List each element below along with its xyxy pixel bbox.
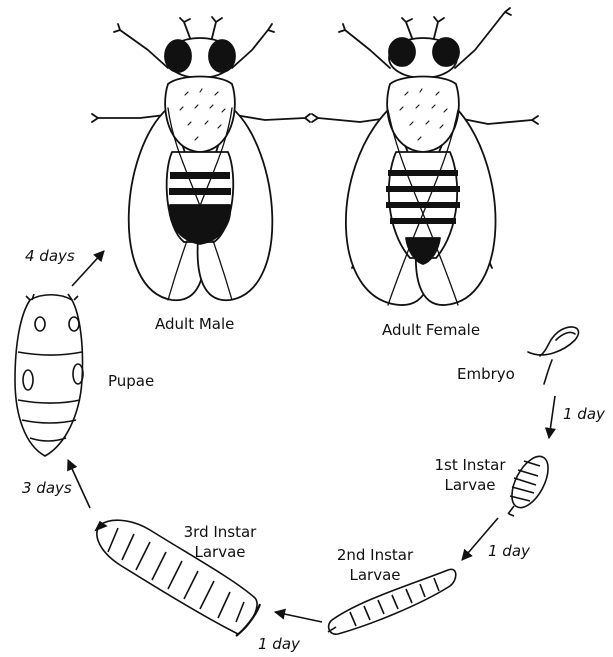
label-third-instar-line1: 3rd Instar	[175, 522, 265, 542]
duration-first-to-second-instar: 1 day	[488, 542, 530, 560]
label-adult-male: Adult Male	[155, 314, 234, 334]
label-first-instar-line2: Larvae	[430, 475, 510, 495]
duration-second-to-third-instar: 1 day	[258, 635, 300, 653]
arrow-embryo-to-first-instar	[549, 396, 555, 438]
label-third-instar: 3rd Instar Larvae	[175, 522, 265, 562]
duration-embryo-to-first-instar: 1 day	[563, 405, 605, 423]
label-embryo: Embryo	[457, 364, 515, 384]
label-pupae: Pupae	[108, 371, 154, 391]
duration-third-instar-to-pupae: 3 days	[22, 479, 72, 497]
arrow-second-to-third-instar	[275, 612, 322, 622]
label-second-instar: 2nd Instar Larvae	[330, 545, 420, 585]
label-second-instar-line1: 2nd Instar	[330, 545, 420, 565]
embryo-illustration	[528, 327, 579, 384]
arrow-pupae-to-adult	[72, 251, 104, 286]
label-second-instar-line2: Larvae	[330, 565, 420, 585]
label-first-instar: 1st Instar Larvae	[430, 455, 510, 495]
label-adult-female: Adult Female	[382, 320, 480, 340]
adult-male-fly-illustration	[92, 17, 310, 300]
label-third-instar-line2: Larvae	[175, 542, 265, 562]
pupa-illustration	[15, 294, 83, 456]
label-first-instar-line1: 1st Instar	[430, 455, 510, 475]
duration-pupae-to-adult: 4 days	[25, 247, 75, 265]
adult-female-fly-illustration	[312, 8, 538, 305]
first-instar-larva-illustration	[504, 451, 555, 516]
